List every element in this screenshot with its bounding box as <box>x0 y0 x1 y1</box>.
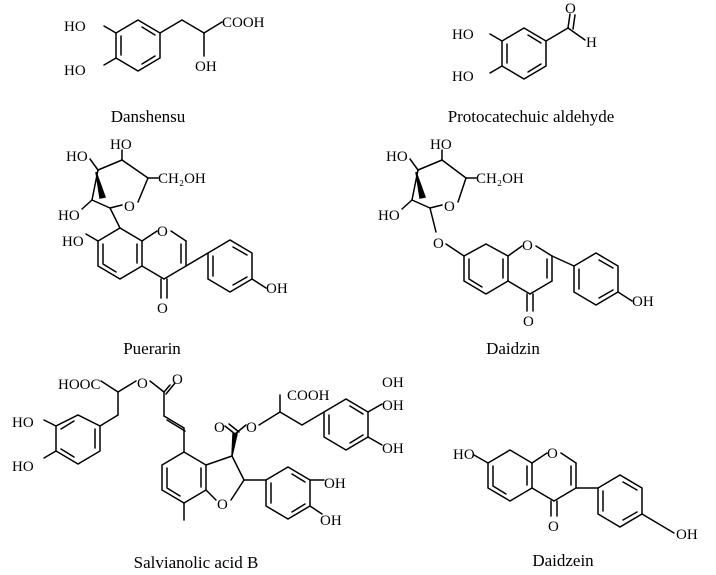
label-o: O <box>217 497 228 513</box>
label-oh: OH <box>320 513 342 529</box>
label-o: O <box>157 224 168 240</box>
label-hooc: HOOC <box>58 377 101 393</box>
label-o: O <box>444 199 455 215</box>
label-o: O <box>565 1 576 17</box>
label-ho: HO <box>58 208 80 224</box>
label-o: O <box>246 420 257 436</box>
label-ho: HO <box>453 447 475 463</box>
structure-protocatechuic-aldehyde: HO HO O H Protocatechuic aldehyde <box>448 1 615 126</box>
label-oh: OH <box>382 441 404 457</box>
label-ho: HO <box>64 19 86 35</box>
label-ho: HO <box>452 69 474 85</box>
label-o: O <box>124 199 135 215</box>
label-o: O <box>523 314 534 330</box>
caption-puerarin: Puerarin <box>123 339 181 358</box>
label-ho: HO <box>452 27 474 43</box>
label-ho: HO <box>110 137 132 153</box>
label-o: O <box>433 236 444 252</box>
label-ch2oh: CH₂OH <box>158 171 206 187</box>
label-o: O <box>214 420 225 436</box>
structure-danshensu: HO HO COOH OH Danshensu <box>64 15 265 126</box>
label-oh: OH <box>382 375 404 391</box>
label-oh: OH <box>266 281 288 297</box>
label-o: O <box>547 446 558 462</box>
label-ch2oh: CH₂OH <box>476 171 524 187</box>
label-oh: OH <box>382 398 404 414</box>
label-ho: HO <box>12 415 34 431</box>
label-h: H <box>586 35 597 51</box>
structure-daidzin: HO HO CH₂OH HO O O O O OH Daidzin <box>378 137 654 358</box>
label-ho: HO <box>12 459 34 475</box>
label-o: O <box>157 301 168 317</box>
caption-protocatechuic-aldehyde: Protocatechuic aldehyde <box>448 107 615 126</box>
label-ho: HO <box>430 137 452 153</box>
label-cooh: COOH <box>222 15 265 31</box>
label-ho: HO <box>386 149 408 165</box>
structure-puerarin: HO HO CH₂OH HO O HO O O OH Puerarin <box>58 137 288 358</box>
label-oh: OH <box>632 294 654 310</box>
label-oh: OH <box>324 476 346 492</box>
caption-daidzin: Daidzin <box>486 339 540 358</box>
label-ho: HO <box>64 63 86 79</box>
caption-daidzein: Daidzein <box>532 551 594 570</box>
label-o: O <box>522 238 533 254</box>
label-ho: HO <box>62 234 84 250</box>
label-o: O <box>137 376 148 392</box>
caption-salvianolic-acid-b: Salvianolic acid B <box>134 553 259 572</box>
label-o: O <box>172 372 183 388</box>
label-ho: HO <box>66 149 88 165</box>
label-oh: OH <box>195 59 217 75</box>
caption-danshensu: Danshensu <box>111 107 186 126</box>
label-cooh: COOH <box>287 388 330 404</box>
label-oh: OH <box>676 527 698 543</box>
structure-daidzein: HO O O OH Daidzein <box>453 446 698 570</box>
label-o: O <box>548 519 559 535</box>
structure-salvianolic-acid-b: HOOC O O HO HO O O COOH OH OH OH OH O OH… <box>12 372 404 572</box>
label-ho: HO <box>378 208 400 224</box>
